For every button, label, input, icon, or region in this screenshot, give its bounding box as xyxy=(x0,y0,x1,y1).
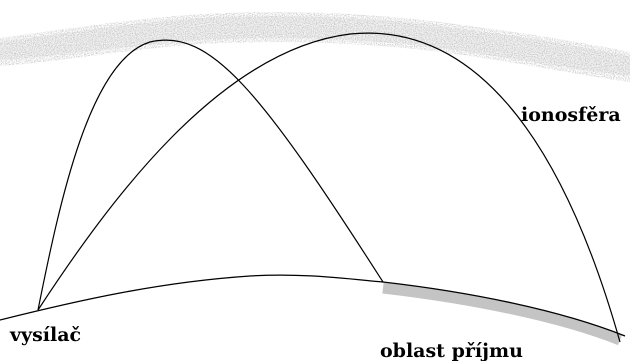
radio-ray-long xyxy=(37,32,621,343)
ionosphere-label: ionosfěra xyxy=(521,104,621,126)
reception-area-band xyxy=(382,282,623,346)
ionosphere-layer xyxy=(0,12,630,82)
ionosphere-band xyxy=(0,12,630,82)
transmitter-label: vysílač xyxy=(9,324,81,346)
radio-ray-short xyxy=(37,39,384,311)
reception-area-label: oblast příjmu xyxy=(380,340,523,361)
earth-surface xyxy=(0,274,626,337)
ionosphere-haze xyxy=(0,16,630,76)
